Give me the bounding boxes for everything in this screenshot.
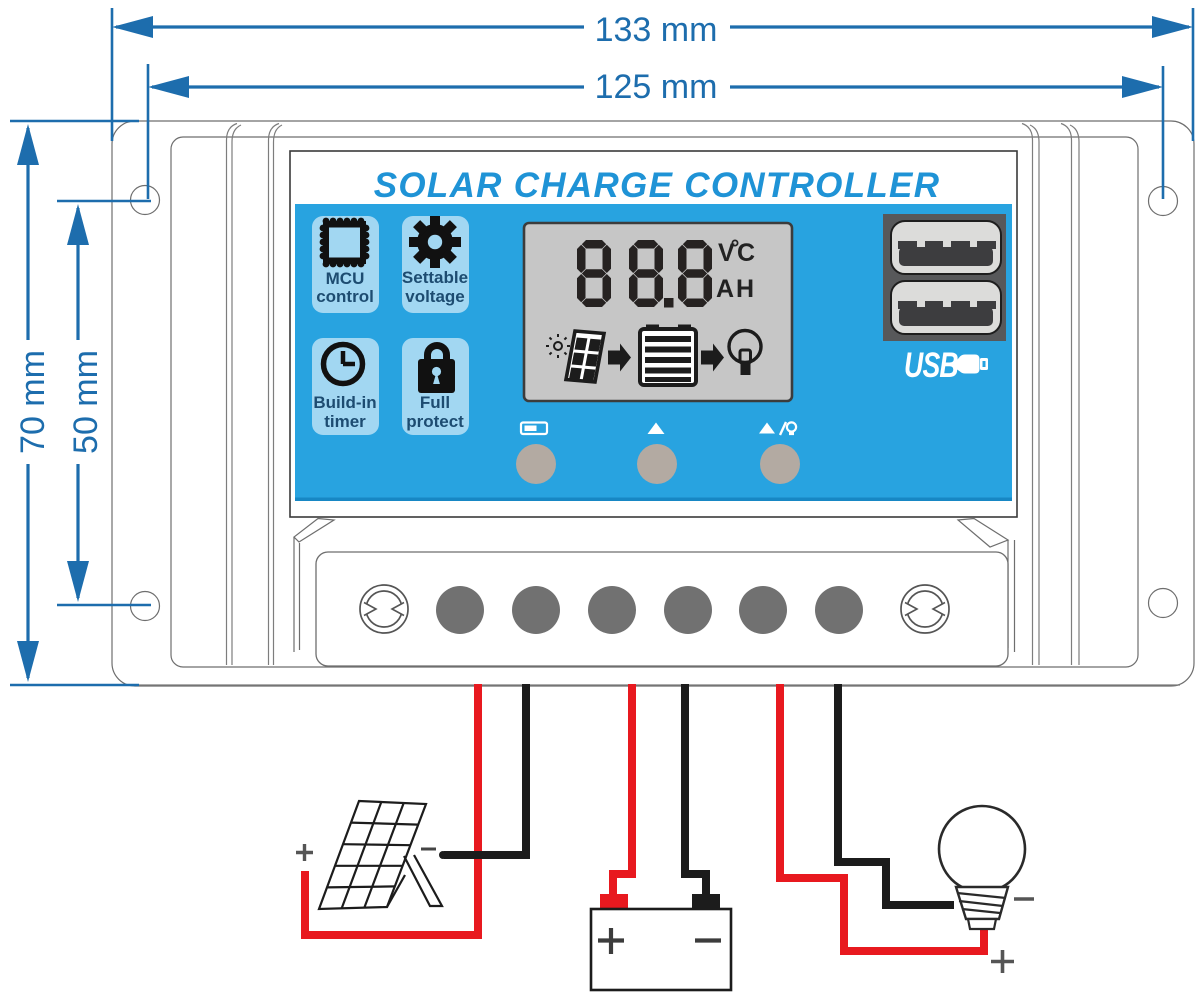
svg-text:SOLAR CHARGE CONTROLLER: SOLAR CHARGE CONTROLLER xyxy=(374,166,941,205)
svg-text:Full: Full xyxy=(420,393,450,412)
svg-text:70 mm: 70 mm xyxy=(14,350,52,454)
svg-text:125 mm: 125 mm xyxy=(595,68,718,106)
svg-text:MCU: MCU xyxy=(326,269,365,288)
svg-text:voltage: voltage xyxy=(405,287,465,306)
svg-text:control: control xyxy=(316,287,374,306)
svg-text:timer: timer xyxy=(324,412,366,431)
svg-text:C: C xyxy=(737,239,755,267)
svg-text:H: H xyxy=(736,275,754,303)
svg-text:50 mm: 50 mm xyxy=(67,350,105,454)
svg-text:133 mm: 133 mm xyxy=(595,11,718,49)
svg-text:Settable: Settable xyxy=(402,268,468,287)
svg-text:USB: USB xyxy=(904,345,958,384)
svg-text:V: V xyxy=(718,239,735,267)
svg-text:protect: protect xyxy=(406,412,464,431)
svg-text:Build-in: Build-in xyxy=(313,393,376,412)
svg-text:A: A xyxy=(716,275,734,303)
